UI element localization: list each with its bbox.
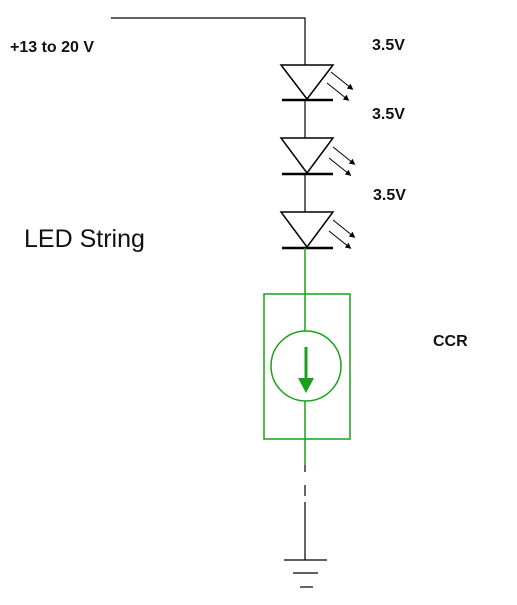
led-3 (279, 211, 356, 250)
led1-voltage-label: 3.5V (372, 37, 405, 54)
current-direction-arrow (298, 378, 314, 393)
led3-voltage-label: 3.5V (373, 187, 406, 204)
ccr-label: CCR (433, 333, 468, 350)
ground-symbol (284, 559, 327, 588)
led-string-title: LED String (24, 225, 145, 253)
ccr-block (263, 248, 351, 465)
current-source-circle (270, 330, 342, 402)
led-1 (279, 64, 354, 102)
led-2 (279, 137, 356, 176)
led2-voltage-label: 3.5V (372, 106, 405, 123)
supply-wire (111, 17, 306, 65)
supply-voltage-label: +13 to 20 V (10, 39, 95, 56)
